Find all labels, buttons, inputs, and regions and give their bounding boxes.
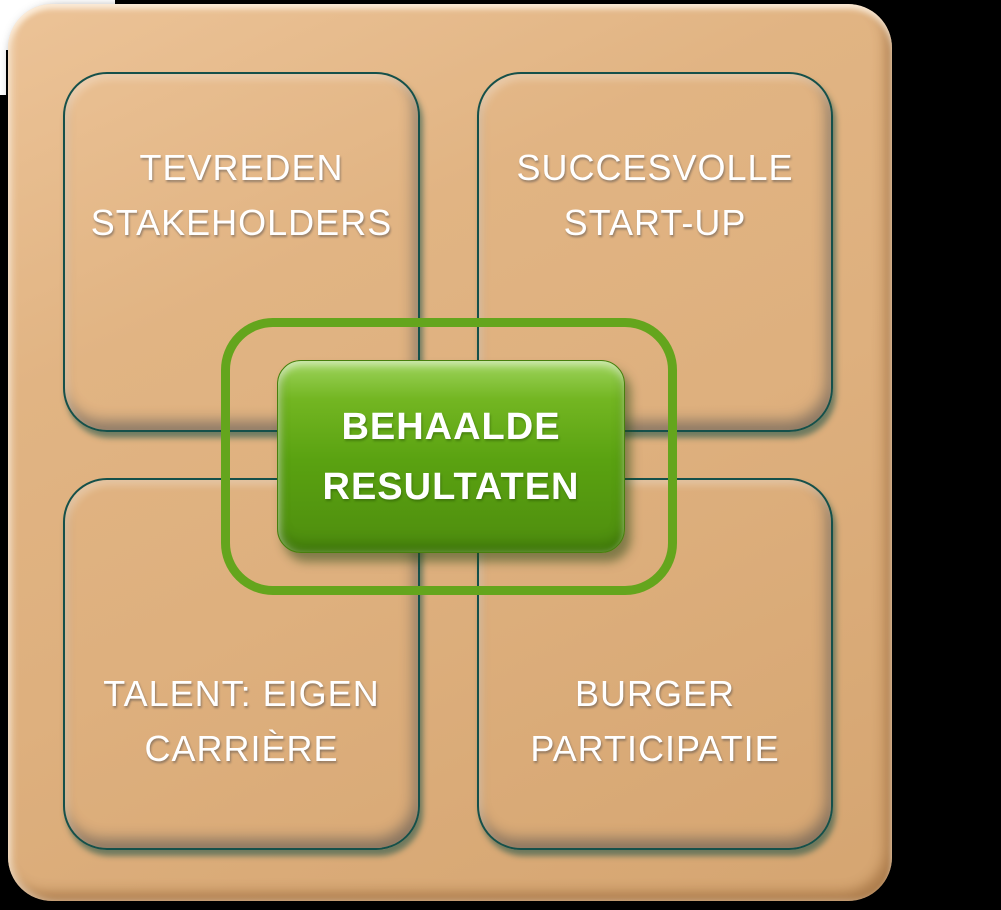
center-label-line: RESULTATEN [322,465,580,508]
quadrant-label: BURGER PARTICIPATIE [479,480,831,776]
board-background: TEVREDEN STAKEHOLDERS SUCCESVOLLE START-… [8,4,892,901]
behaalde-resultaten-box: BEHAALDE RESULTATEN [277,360,625,553]
quadrant-label: TALENT: EIGEN CARRIÈRE [65,480,418,776]
quadrant-label-line: TEVREDEN [139,147,344,188]
quadrant-burger-participatie: BURGER PARTICIPATIE [477,478,833,850]
quadrant-label-line: BURGER [574,673,736,714]
quadrant-label-line: SUCCESVOLLE [516,147,794,188]
quadrant-label-line: TALENT: EIGEN [103,673,380,714]
top-edge-white-artifact [0,0,115,5]
quadrant-label: SUCCESVOLLE START-UP [479,74,831,250]
quadrant-succesvolle-start-up: SUCCESVOLLE START-UP [477,72,833,432]
quadrant-label-line: STAKEHOLDERS [90,202,393,243]
quadrant-label: TEVREDEN STAKEHOLDERS [65,74,418,250]
results-ring-outline [221,318,677,595]
center-label-line: BEHAALDE [341,405,561,448]
quadrant-tevreden-stakeholders: TEVREDEN STAKEHOLDERS [63,72,420,432]
quadrant-label-line: START-UP [563,202,747,243]
quadrant-label-line: CARRIÈRE [144,728,339,769]
quadrant-talent-eigen-carriere: TALENT: EIGEN CARRIÈRE [63,478,420,850]
quadrant-label-line: PARTICIPATIE [530,728,780,769]
